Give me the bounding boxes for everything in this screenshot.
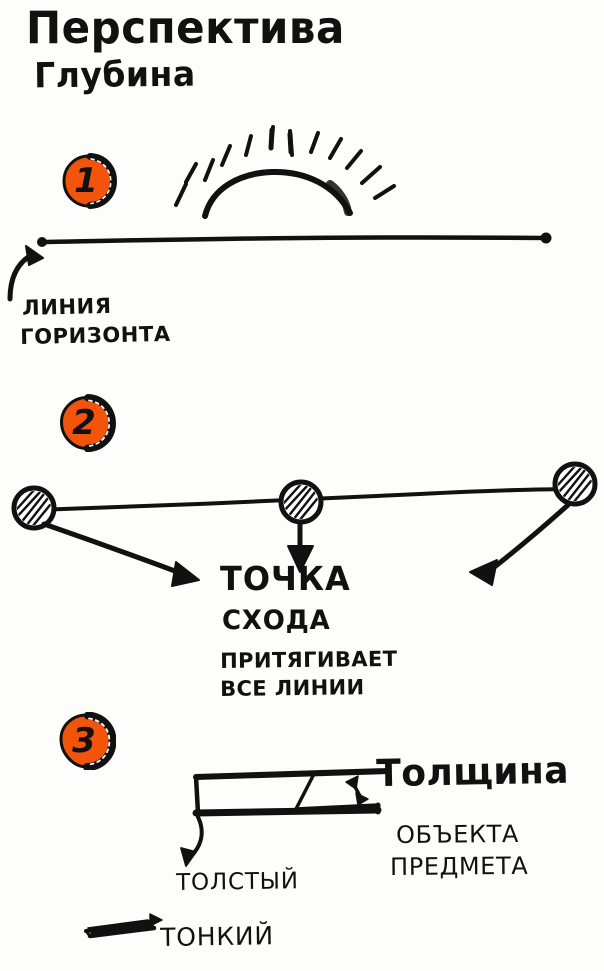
vanishing-point-heading1: ТОЧКА [220, 558, 351, 599]
step-3-badge: 3 [58, 712, 116, 770]
hatched-circle-left-icon [11, 485, 57, 531]
converging-arrow-right [469, 502, 571, 586]
thickness-heading: Толщина [375, 749, 570, 796]
thick-callout-arrow-icon [180, 815, 204, 867]
sun-rays-accent [268, 127, 294, 155]
sun-rays-icon [174, 125, 396, 207]
thin-slab-shape [84, 919, 157, 939]
vanishing-point-body2: ВСЕ ЛИНИИ [219, 675, 365, 701]
step-2-badge: 2 [58, 394, 116, 452]
page-title: Перспектива [26, 1, 345, 54]
step-1-number: 1 [74, 161, 98, 201]
badge-circle-icon [60, 394, 116, 452]
thin-label: ТОНКИЙ [159, 921, 275, 952]
thin-callout-arrow-icon [134, 913, 163, 930]
badge-circle-icon [62, 153, 118, 209]
step-2-number: 2 [72, 403, 96, 443]
hatched-circle-center-icon [278, 479, 324, 525]
step-3-number: 3 [72, 721, 96, 761]
step-1-badge: 1 [60, 152, 118, 210]
horizon-label-line1: ЛИНИЯ [21, 293, 112, 320]
badge-circle-icon [59, 712, 116, 770]
thickness-sub2: ПРЕДМЕТА [389, 851, 529, 881]
thick-label: ТОЛСТЫЙ [175, 868, 299, 896]
thickness-sub1: ОБЪЕКТА [395, 819, 520, 849]
vanishing-point-horizon-line [34, 487, 582, 512]
sun-arc-icon [202, 168, 353, 219]
thickness-double-arrow-icon [345, 775, 369, 806]
horizon-line [37, 232, 552, 247]
hatched-circle-right-icon [552, 461, 598, 507]
converging-arrow-left [41, 521, 200, 587]
thick-slab-shape [192, 768, 391, 817]
vanishing-point-body1: ПРИТЯГИВАЕТ [219, 646, 398, 673]
horizon-callout-arrow-icon [7, 245, 44, 302]
horizon-label-line2: ГОРИЗОНТА [19, 321, 171, 349]
page-subtitle: Глубина [33, 53, 196, 96]
vanishing-point-heading2: СХОДА [222, 604, 331, 637]
